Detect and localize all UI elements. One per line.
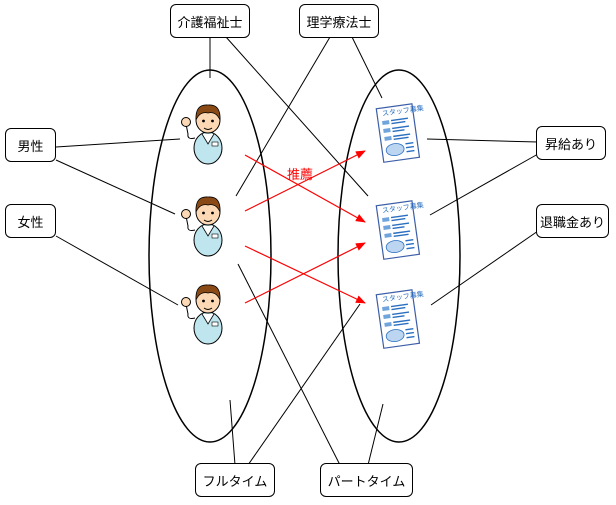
attribute-raise: 昇給あり bbox=[536, 126, 606, 160]
attribute-part-time: パートタイム bbox=[320, 463, 413, 497]
arrow-staff1-to-job2 bbox=[244, 154, 366, 223]
connector-pt-flyer1 bbox=[351, 36, 383, 99]
staff-character-icon bbox=[181, 196, 223, 257]
staff-character-icon bbox=[181, 104, 223, 165]
attribute-care-worker: 介護福祉士 bbox=[170, 4, 250, 38]
recommend-arrows bbox=[244, 150, 366, 304]
job-flyer-icon: スタッフ募集 bbox=[375, 289, 424, 349]
recommend-label: 推薦 bbox=[287, 168, 314, 183]
connector-fulltime-flyer3 bbox=[247, 303, 361, 466]
arrow-staff2-to-job1 bbox=[244, 150, 366, 212]
arrow-staff2-to-job3 bbox=[244, 245, 366, 304]
attribute-male: 男性 bbox=[5, 128, 56, 162]
attribute-retirement-pay: 退職金あり bbox=[536, 204, 609, 238]
connector-raise-flyer2 bbox=[429, 153, 539, 216]
staff-character-icon bbox=[181, 284, 223, 345]
attribute-full-time: フルタイム bbox=[195, 463, 275, 497]
connector-pt-staff2 bbox=[235, 36, 331, 197]
connector-retire-flyer3 bbox=[430, 230, 539, 306]
job-flyer-icon: スタッフ募集 bbox=[375, 103, 424, 163]
attribute-connections bbox=[55, 36, 539, 466]
attribute-physical-therapist: 理学療法士 bbox=[299, 4, 379, 38]
connector-female-staff3 bbox=[55, 235, 179, 306]
connector-parttime-staff2 bbox=[237, 263, 341, 466]
attribute-female: 女性 bbox=[5, 204, 56, 238]
arrow-staff3-to-job2 bbox=[244, 242, 366, 304]
connector-fulltime-ellipse bbox=[229, 399, 236, 466]
connector-male-staff1 bbox=[55, 138, 181, 148]
connector-male-staff2 bbox=[55, 159, 176, 215]
job-flyer-icon: スタッフ募集 bbox=[375, 200, 424, 260]
connector-parttime-ellipse bbox=[367, 403, 384, 466]
connector-raise-flyer1 bbox=[426, 138, 539, 143]
connector-careworker-flyer2 bbox=[225, 36, 369, 197]
